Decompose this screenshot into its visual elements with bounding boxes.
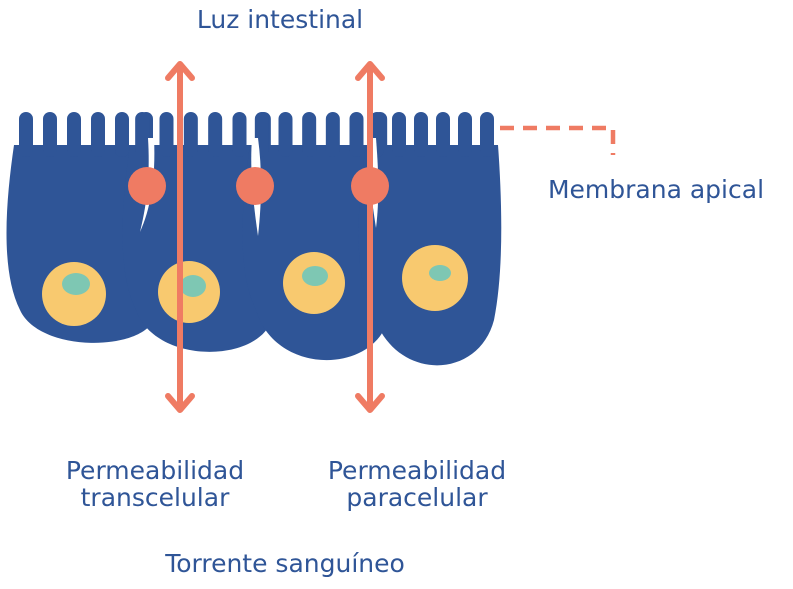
microvillus xyxy=(458,112,472,157)
paracellular-label-line-2: paracelular xyxy=(292,484,542,511)
tight-junction xyxy=(236,167,274,205)
microvillus xyxy=(392,112,406,157)
apical-membrane-label: Membrana apical xyxy=(520,176,792,203)
transcellular-label-line-2: transcelular xyxy=(30,484,280,511)
transcellular-label-line-1: Permeabilidad xyxy=(30,457,280,484)
lumen-label: Luz intestinal xyxy=(150,6,410,33)
microvillus xyxy=(414,112,428,157)
microvillus xyxy=(208,112,222,157)
microvillus xyxy=(91,112,105,157)
microvillus xyxy=(302,112,316,157)
microvillus xyxy=(160,112,174,157)
microvillus xyxy=(19,112,33,157)
tight-junction xyxy=(128,167,166,205)
nucleolus xyxy=(180,275,206,297)
apical-membrane-dashed-leader xyxy=(500,128,613,155)
nucleolus xyxy=(302,266,328,286)
microvillus xyxy=(135,112,149,157)
transcellular-permeability-label: Permeabilidad transcelular xyxy=(30,457,280,511)
microvillus xyxy=(279,112,293,157)
microvillus xyxy=(67,112,81,157)
nucleolus xyxy=(429,265,451,281)
microvillus xyxy=(350,112,364,157)
microvillus xyxy=(115,112,129,157)
microvillus xyxy=(480,112,494,157)
microvillus xyxy=(436,112,450,157)
paracellular-label-line-1: Permeabilidad xyxy=(292,457,542,484)
microvillus xyxy=(326,112,340,157)
bloodstream-label: Torrente sanguíneo xyxy=(140,550,430,577)
microvillus xyxy=(233,112,247,157)
paracellular-permeability-label: Permeabilidad paracelular xyxy=(292,457,542,511)
microvillus xyxy=(184,112,198,157)
microvillus xyxy=(43,112,57,157)
nucleolus xyxy=(62,273,90,295)
